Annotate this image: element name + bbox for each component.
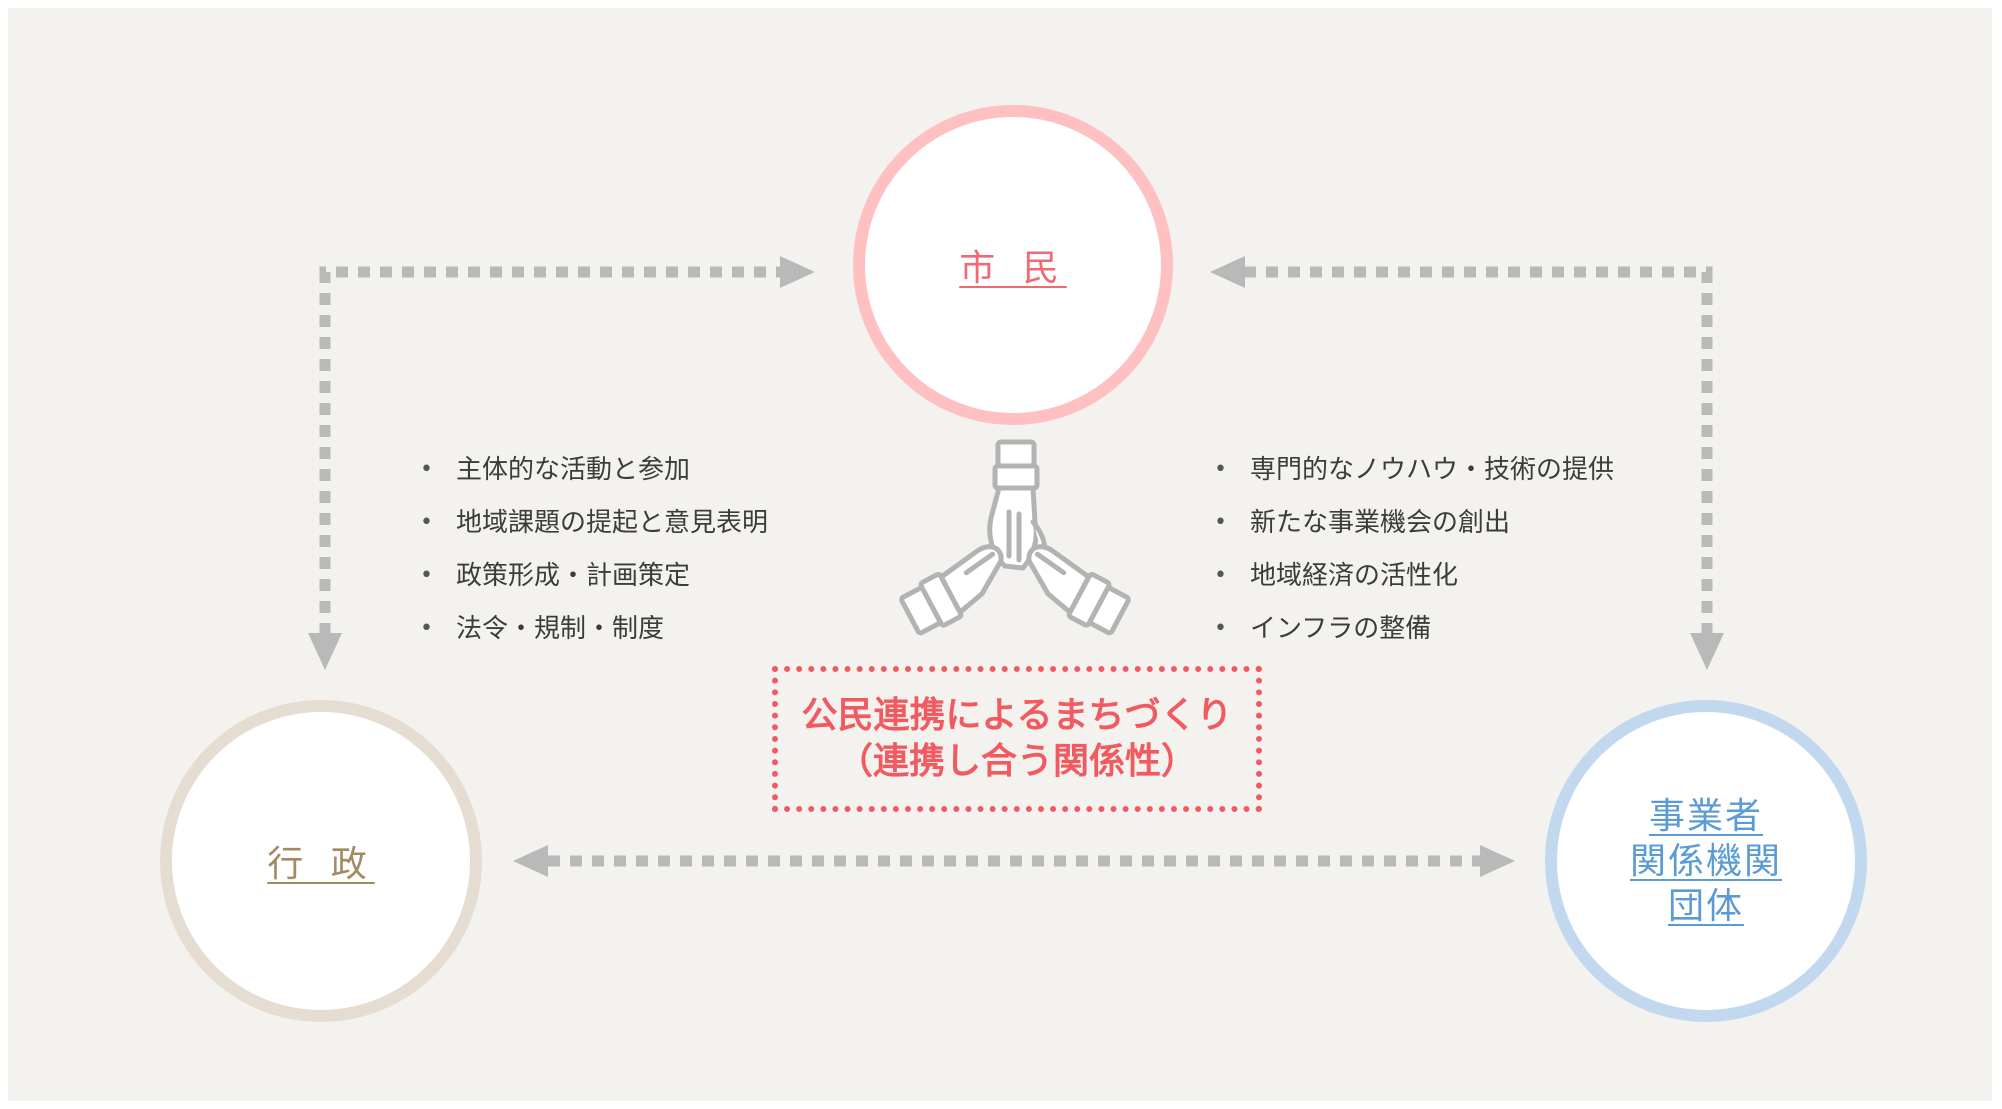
list-item: 地域課題の提起と意見表明 [418,505,768,558]
arrowhead-to-admin [308,633,342,670]
list-item: 主体的な活動と参加 [418,452,768,505]
list-item: 専門的なノウハウ・技術の提供 [1212,452,1614,505]
business-node: 事業者 関係機関 団体 [1545,700,1867,1022]
citizen-label: 市 民 [959,248,1067,289]
list-item: 法令・規制・制度 [418,611,768,664]
administration-node: 行 政 [160,700,482,1022]
list-item: 政策形成・計画策定 [418,558,768,611]
business-label-line: 事業者 [1648,795,1763,837]
arrowhead-to-business-top [1690,633,1724,670]
partnership-subtitle: （連携し合う関係性） [836,741,1197,782]
citizen-roles-list: 主体的な活動と参加 地域課題の提起と意見表明 政策形成・計画策定 法令・規制・制… [418,452,768,664]
business-label-line: 関係機関 [1629,840,1782,882]
arrowhead-to-admin-bottom [513,845,548,877]
arrowhead-to-citizen-left [780,256,815,288]
list-item: 新たな事業機会の創出 [1212,505,1614,558]
connector-admin-citizen [319,266,780,635]
arrowhead-to-citizen-right [1210,256,1245,288]
administration-label: 行 政 [267,844,375,885]
arrowhead-to-business-bottom [1480,845,1515,877]
list-item: インフラの整備 [1212,611,1614,664]
joined-hands-icon [899,439,1131,636]
list-item: 地域経済の活性化 [1212,558,1614,611]
business-roles-list: 専門的なノウハウ・技術の提供 新たな事業機会の創出 地域経済の活性化 インフラの… [1212,452,1614,664]
partnership-title: 公民連携によるまちづくり [801,695,1233,736]
connector-business-citizen [1245,266,1713,635]
citizen-node: 市 民 [853,105,1173,425]
business-label-line: 団体 [1667,885,1744,927]
partnership-callout: 公民連携によるまちづくり （連携し合う関係性） [772,666,1262,812]
